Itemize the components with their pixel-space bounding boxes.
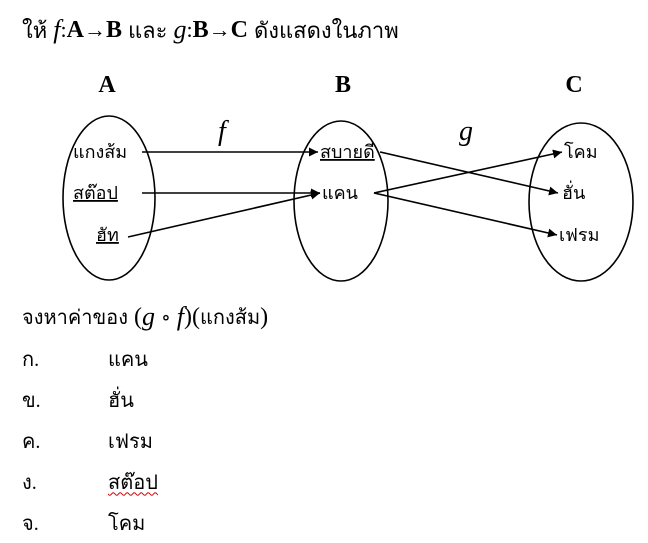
paren-open: ( bbox=[133, 303, 142, 330]
option-key: ข. bbox=[22, 389, 41, 412]
set-c-label: C bbox=[565, 72, 582, 98]
option-a: ก. แคน bbox=[22, 338, 158, 379]
problem-statement: ให้ f : A → B และ g : B → C ดังแสดงในภาพ bbox=[22, 12, 399, 48]
function-g-symbol: g bbox=[173, 15, 187, 44]
function-f-symbol: f bbox=[53, 15, 61, 44]
option-key: ง. bbox=[22, 471, 37, 494]
arrow-symbol: → bbox=[208, 17, 231, 42]
arrow-g-3 bbox=[373, 192, 558, 238]
answer-options: ก. แคน ข. ฮั่น ค. เฟรม ง. สต๊อป จ. โคม bbox=[22, 338, 158, 543]
set-c-ellipse bbox=[528, 122, 634, 282]
option-key: จ. bbox=[22, 512, 39, 535]
arrow-f-3 bbox=[127, 190, 321, 238]
and-word: และ bbox=[127, 17, 168, 43]
question-argument: แกงส้ม bbox=[200, 307, 261, 329]
compose-symbol: ∘ bbox=[160, 306, 171, 329]
set-a-element: แกงส้ม bbox=[73, 142, 127, 163]
option-text: ฮั่น bbox=[108, 389, 134, 412]
set-a-label: A bbox=[98, 72, 116, 98]
arrow-g-2 bbox=[373, 149, 563, 194]
option-c: ค. เฟรม bbox=[22, 420, 158, 461]
paren-close: ) bbox=[260, 303, 269, 330]
intro-prefix: ให้ bbox=[22, 17, 48, 43]
option-b: ข. ฮั่น bbox=[22, 379, 158, 420]
set-a-symbol: A bbox=[66, 16, 84, 43]
option-text: เฟรม bbox=[108, 430, 153, 453]
set-b-element: แคน bbox=[322, 183, 358, 204]
question-prefix: จงหาค่าของ bbox=[22, 307, 128, 329]
set-a-element: ฮัท bbox=[96, 225, 119, 246]
function-g-symbol: g bbox=[141, 302, 155, 331]
set-b-ellipse bbox=[293, 120, 389, 282]
set-b-symbol: B bbox=[192, 16, 209, 43]
option-text: โคม bbox=[108, 512, 146, 535]
set-b-element: สบายดี bbox=[320, 142, 375, 163]
paren-middle: )( bbox=[184, 303, 200, 330]
option-key: ค. bbox=[22, 430, 41, 453]
colon: : bbox=[186, 17, 193, 42]
set-c-symbol: C bbox=[230, 16, 248, 43]
intro-suffix: ดังแสดงในภาพ bbox=[253, 17, 399, 43]
option-text: แคน bbox=[108, 348, 148, 371]
function-g-label: g bbox=[459, 116, 473, 147]
option-e: จ. โคม bbox=[22, 502, 158, 543]
set-c-element: ฮั่น bbox=[562, 180, 585, 204]
function-f-symbol: f bbox=[176, 302, 185, 331]
set-b-symbol: B bbox=[105, 16, 122, 43]
set-b-label: B bbox=[335, 72, 351, 98]
colon: : bbox=[60, 17, 67, 42]
function-f-label: f bbox=[218, 116, 229, 147]
option-key: ก. bbox=[22, 348, 40, 371]
set-a-ellipse bbox=[62, 115, 156, 281]
question-text: จงหาค่าของ ( g ∘ f )( แกงส้ม ) bbox=[22, 300, 268, 334]
mapping-diagram: A B C แกงส้ม สต๊อป ฮัท สบายดี แคน โคม ฮั… bbox=[62, 72, 634, 282]
set-c-element: โคม bbox=[564, 141, 598, 163]
set-a-element: สต๊อป bbox=[73, 183, 118, 204]
option-d: ง. สต๊อป bbox=[22, 461, 158, 502]
arrow-symbol: → bbox=[83, 17, 106, 42]
option-text: สต๊อป bbox=[108, 471, 158, 494]
set-c-element: เฟรม bbox=[559, 225, 599, 246]
